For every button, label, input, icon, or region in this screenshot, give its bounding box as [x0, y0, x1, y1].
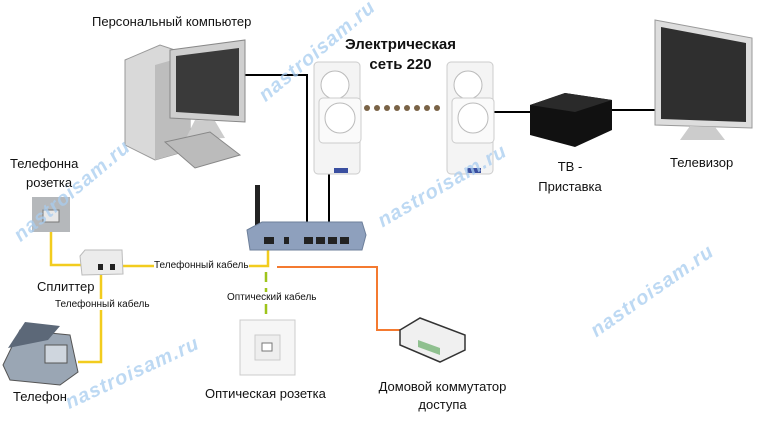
splitter-label: Сплиттер: [37, 279, 95, 294]
splitter-icon: [79, 249, 124, 276]
optical-cable-label: Оптический кабель: [227, 292, 317, 303]
stb-label-line2: Приставка: [538, 179, 602, 194]
access-switch-label-line1: Домовой коммутатор: [378, 379, 507, 394]
computer-icon: [124, 39, 246, 169]
access-switch-label: Домовой коммутатор доступа: [360, 378, 525, 414]
router-icon: [246, 185, 367, 251]
phone-socket-icon: [32, 197, 70, 232]
power-line-label-line2: сеть 220: [369, 56, 432, 73]
phone-cable-label: Телефонный кабель: [154, 260, 249, 271]
access-switch-icon: [399, 317, 466, 363]
tv-label: Телевизор: [670, 155, 734, 170]
powerline-link: [364, 105, 440, 111]
ethernet-cable-switch: [277, 266, 402, 331]
access-switch-label-line2: доступа: [418, 397, 467, 412]
stb-label-line1: ТВ -: [557, 159, 583, 174]
optical-socket-icon: [239, 319, 296, 376]
set-top-box-icon: [530, 93, 612, 147]
tv-icon: [654, 19, 753, 140]
power-line-label-line1: Электрическая: [344, 36, 456, 53]
power-line-label: Электрическая сеть 220: [333, 35, 468, 75]
telephone-icon: [2, 322, 79, 386]
phone-socket-label-line1: Телефонна: [10, 156, 79, 171]
optical-socket-label: Оптическая розетка: [205, 386, 326, 401]
phone-cable-label: Телефонный кабель: [55, 299, 150, 310]
ethernet-cable-pc: [240, 74, 308, 240]
pc-label: Персональный компьютер: [92, 14, 252, 29]
phone-label: Телефон: [13, 389, 67, 404]
stb-label: ТВ - Приставка: [530, 157, 610, 197]
phone-socket-label-line2: розетка: [26, 175, 73, 190]
powerline-adapter-2: [446, 61, 495, 175]
powerline-adapter-1: [313, 61, 362, 175]
ethernet-cable-stb: [488, 109, 655, 113]
